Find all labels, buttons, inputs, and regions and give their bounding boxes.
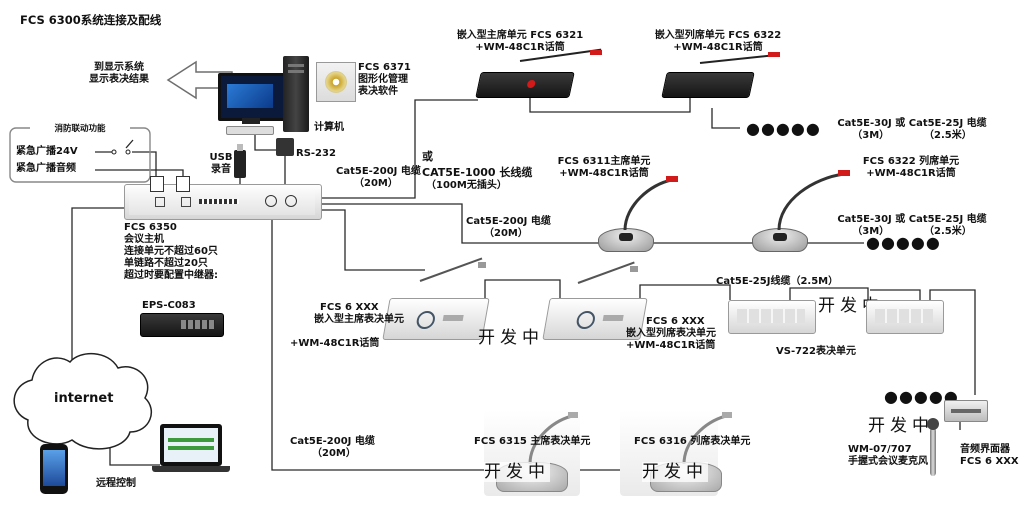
ellipsis-bottom: ●●●●● [884, 387, 959, 406]
wire-host-to-bottom [271, 218, 490, 471]
wire-embedded-chain [529, 92, 691, 113]
computer-tower [283, 56, 309, 132]
host-unit [124, 184, 322, 220]
vote-chair-mic-tip [478, 262, 486, 268]
wire-host-to-embedded [322, 99, 478, 199]
rs232-label: RS-232 [296, 148, 336, 159]
host-port-left [150, 176, 164, 192]
cable-ext-top-label: Cat5E-30J 或 Cat5E-25J 电缆（3M） （2.5米） [837, 118, 987, 141]
or-label: 或 [422, 150, 433, 163]
vs722-label: VS-722表决单元 [776, 346, 856, 357]
internet-cloud-shape [13, 352, 152, 450]
computer-monitor [218, 63, 296, 124]
desk-chair-gooseneck [623, 176, 678, 231]
cable-mid-label: Cat5E-200J 电缆（20M） [466, 216, 551, 239]
fire-box-title: 消防联动功能 [30, 123, 130, 135]
embedded-delegate-unit [661, 72, 755, 98]
embedded-chair-mic-tip [590, 50, 602, 55]
vs722-unit-2 [866, 300, 944, 334]
embedded-chair-unit [475, 72, 575, 98]
smartphone-icon [40, 444, 68, 494]
laptop-base [152, 466, 230, 472]
computer-label: 计算机 [314, 122, 344, 133]
repeater-device [140, 313, 224, 337]
wip-vote-chair: 开发中 [478, 328, 544, 348]
wip-vs722: 开发中 [818, 296, 884, 316]
desk-vote-chair-label: FCS 6315 主席表决单元 [474, 436, 591, 447]
embedded-delegate-mic-tip [768, 52, 780, 57]
wire-vs-right [929, 289, 976, 395]
wip-handheld: 开发中 [868, 416, 934, 436]
keyboard [226, 126, 274, 135]
wire-vote-to-vote [484, 279, 561, 300]
embedded-delegate-label: 嵌入型列席单元 FCS 6322+WM-48C1R话筒 [654, 30, 782, 53]
wire-embedded-ext [711, 108, 740, 129]
wire-host-to-desk [322, 203, 602, 244]
wire-computer-link [254, 130, 280, 151]
cable-top-label: Cat5E-200J 电缆（20M） [336, 166, 421, 189]
wire-vote-to-vs [639, 284, 731, 300]
audio-interface-device [944, 400, 988, 422]
wip-desk-vote-delegate: 开发中 [642, 462, 708, 482]
wire-host-to-vote [322, 209, 425, 271]
ellipsis-top: ●●●●● [746, 119, 821, 138]
software-box [316, 62, 356, 102]
wire-vs-top [870, 289, 921, 300]
ellipsis-mid: ●●●●● [866, 233, 941, 252]
repeater-label: EPS-C083 [142, 300, 196, 311]
embedded-chair-label: 嵌入型主席单元 FCS 6321+WM-48C1R话筒 [456, 30, 584, 53]
emergency-24v-label: 紧急广播24V [16, 146, 78, 157]
internet-label: internet [54, 391, 114, 406]
desk-vote-delegate-gooseneck [682, 412, 732, 465]
wire-host-to-internet [71, 207, 140, 362]
cable-long-label: CAT5E-1000 长线缆（100M无插头） [422, 166, 533, 191]
usb-drive-icon [234, 144, 246, 178]
vs722-unit-1 [728, 300, 816, 334]
wire-fire-audio [95, 169, 184, 185]
desk-vote-chair-gooseneck [528, 412, 578, 465]
vote-chair-mic-label: +WM-48C1R话筒 [290, 338, 380, 349]
display-system-label: 到显示系统显示表决结果 [89, 62, 149, 85]
vote-delegate-mic-tip [630, 266, 638, 272]
wire-fire-24v [95, 139, 157, 185]
cable-25j-label: Cat5E-25J线缆（2.5M） [716, 276, 839, 287]
page-title: FCS 6300系统连接及配线 [20, 13, 162, 27]
rs232-connector-icon [276, 138, 294, 156]
wip-desk-vote-chair: 开发中 [484, 462, 550, 482]
laptop-icon [160, 424, 222, 466]
desk-vote-delegate-label: FCS 6316 列席表决单元 [634, 436, 751, 447]
desk-delegate-gooseneck [777, 170, 850, 231]
emergency-audio-label: 紧急广播音频 [16, 163, 76, 174]
wire-vs-chain [789, 287, 869, 300]
desk-delegate-label: FCS 6322 列席单元+WM-48C1R话筒 [862, 156, 960, 179]
cable-bottom-label: Cat5E-200J 电缆（20M） [290, 436, 375, 459]
desk-chair-label: FCS 6311主席单元+WM-48C1R话筒 [557, 156, 651, 179]
handheld-mic-icon [927, 418, 939, 476]
host-port-right [176, 176, 190, 192]
cable-ext-mid-label: Cat5E-30J 或 Cat5E-25J 电缆（3M） （2.5米） [837, 214, 987, 237]
remote-control-label: 远程控制 [96, 478, 136, 489]
